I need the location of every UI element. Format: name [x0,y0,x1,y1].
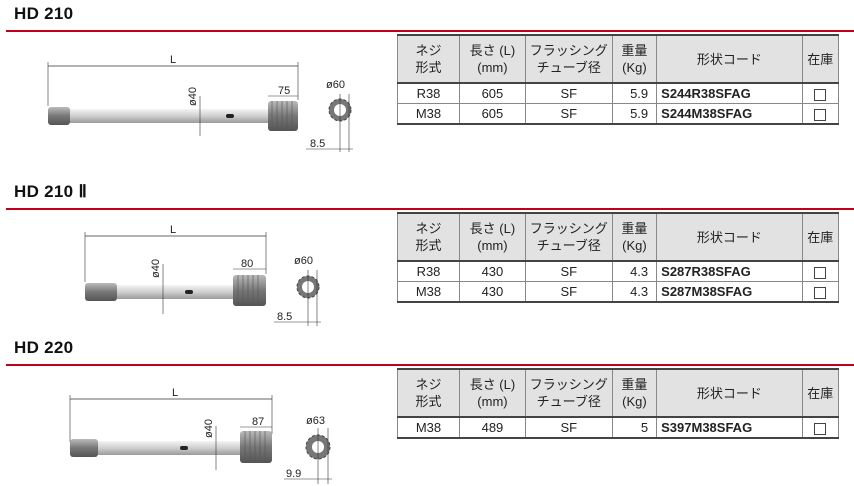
col-thread: ネジ形式 [397,34,460,84]
column-header: 長さ (L)(mm) [458,212,526,262]
dim-spline-label: 75 [278,85,290,97]
table-cell: R38 [397,82,460,104]
table-cell: S287R38SFAG [656,260,803,282]
table-cell: S397M38SFAG [656,416,803,439]
section-title: HD 220 [14,338,74,357]
dim-offset-label: 9.9 [286,468,301,480]
table-cell: 5.9 [611,103,658,125]
column-header: 在庫 [801,368,839,418]
dim-length-label: L [170,54,176,66]
table-cell: M38 [397,103,460,125]
table-cell: S244M38SFAG [656,103,803,125]
section-divider [6,364,854,366]
table-cell [801,103,840,125]
col-weight: 重量(Kg) [611,34,658,84]
section-title: HD 210 Ⅱ [14,182,88,201]
spec-table: ネジ形式 長さ (L)(mm) フラッシングチューブ径 重量(Kg) 形状コード… [397,368,839,439]
table-cell: S244R38SFAG [656,82,803,104]
col-code: 形状コード [656,34,803,84]
dim-spline-label: 87 [252,416,264,428]
column-header: ネジ形式 [397,368,460,418]
column-header: 重量(Kg) [611,212,658,262]
table-cell: SF [524,416,613,439]
dim-diameter-label: ø40 [150,259,162,278]
stock-checkbox[interactable] [814,422,827,435]
dim-offset-label: 8.5 [277,311,292,323]
section-divider [6,30,854,32]
table-cell: 430 [458,260,526,282]
column-header: 在庫 [801,212,840,262]
table-cell: 4.3 [611,260,658,282]
table-cell: M38 [397,281,460,303]
table-cell: S287M38SFAG [656,281,803,303]
dim-offset-label: 8.5 [310,138,325,150]
column-header: フラッシングチューブ径 [524,212,613,262]
col-tube: フラッシングチューブ径 [524,34,613,84]
column-header: 形状コード [656,368,803,418]
col-length: 長さ (L)(mm) [458,34,526,84]
table-row: R38 430 SF 4.3 S287R38SFAG [397,260,840,282]
table-cell: 5.9 [611,82,658,104]
column-header: 重量(Kg) [611,368,658,418]
spec-table: ネジ形式 長さ (L)(mm) フラッシングチューブ径 重量(Kg) 形状コード… [397,212,840,303]
dim-length-label: L [170,224,176,236]
table-cell: SF [524,260,613,282]
column-header: フラッシングチューブ径 [524,368,613,418]
dim-length-label: L [172,387,178,399]
table-cell [801,281,840,303]
stock-checkbox[interactable] [814,266,827,279]
section-title: HD 210 [14,4,74,23]
table-cell: 605 [458,82,526,104]
stock-checkbox[interactable] [814,88,827,101]
table-row: R38 605 SF 5.9 S244R38SFAG [397,82,840,104]
dim-diameter-label: ø40 [203,419,215,438]
stock-checkbox[interactable] [814,286,827,299]
table-row: M38 605 SF 5.9 S244M38SFAG [397,103,840,125]
table-cell [801,416,839,439]
table-cell: 605 [458,103,526,125]
shank-drawing: L ø40 80 ø60 8.5 [84,224,321,326]
table-cell: 5 [611,416,658,439]
shank-drawing: L ø40 75 ø60 8.5 [47,54,353,152]
stock-checkbox[interactable] [814,108,827,121]
dim-head-diameter-label: ø60 [294,255,313,267]
spec-table: ネジ形式 長さ (L)(mm) フラッシングチューブ径 重量(Kg) 形状コード… [397,34,840,125]
table-cell: SF [524,281,613,303]
table-cell: M38 [397,416,460,439]
table-cell [801,82,840,104]
table-cell: SF [524,82,613,104]
table-cell: 4.3 [611,281,658,303]
table-cell: R38 [397,260,460,282]
table-row: M38 430 SF 4.3 S287M38SFAG [397,281,840,303]
table-row: M38 489 SF 5 S397M38SFAG [397,416,839,439]
table-cell: SF [524,103,613,125]
section-divider [6,208,854,210]
column-header: 長さ (L)(mm) [459,368,526,418]
dim-head-diameter-label: ø63 [306,415,325,427]
column-header: 形状コード [656,212,803,262]
dim-head-diameter-label: ø60 [326,79,345,91]
col-stock: 在庫 [801,34,840,84]
table-cell: 430 [458,281,526,303]
dim-diameter-label: ø40 [187,87,199,106]
shank-drawing: L ø40 87 ø63 9.9 [69,387,332,484]
table-cell [801,260,840,282]
table-cell: 489 [459,416,526,439]
dim-spline-label: 80 [241,258,253,270]
column-header: ネジ形式 [397,212,460,262]
